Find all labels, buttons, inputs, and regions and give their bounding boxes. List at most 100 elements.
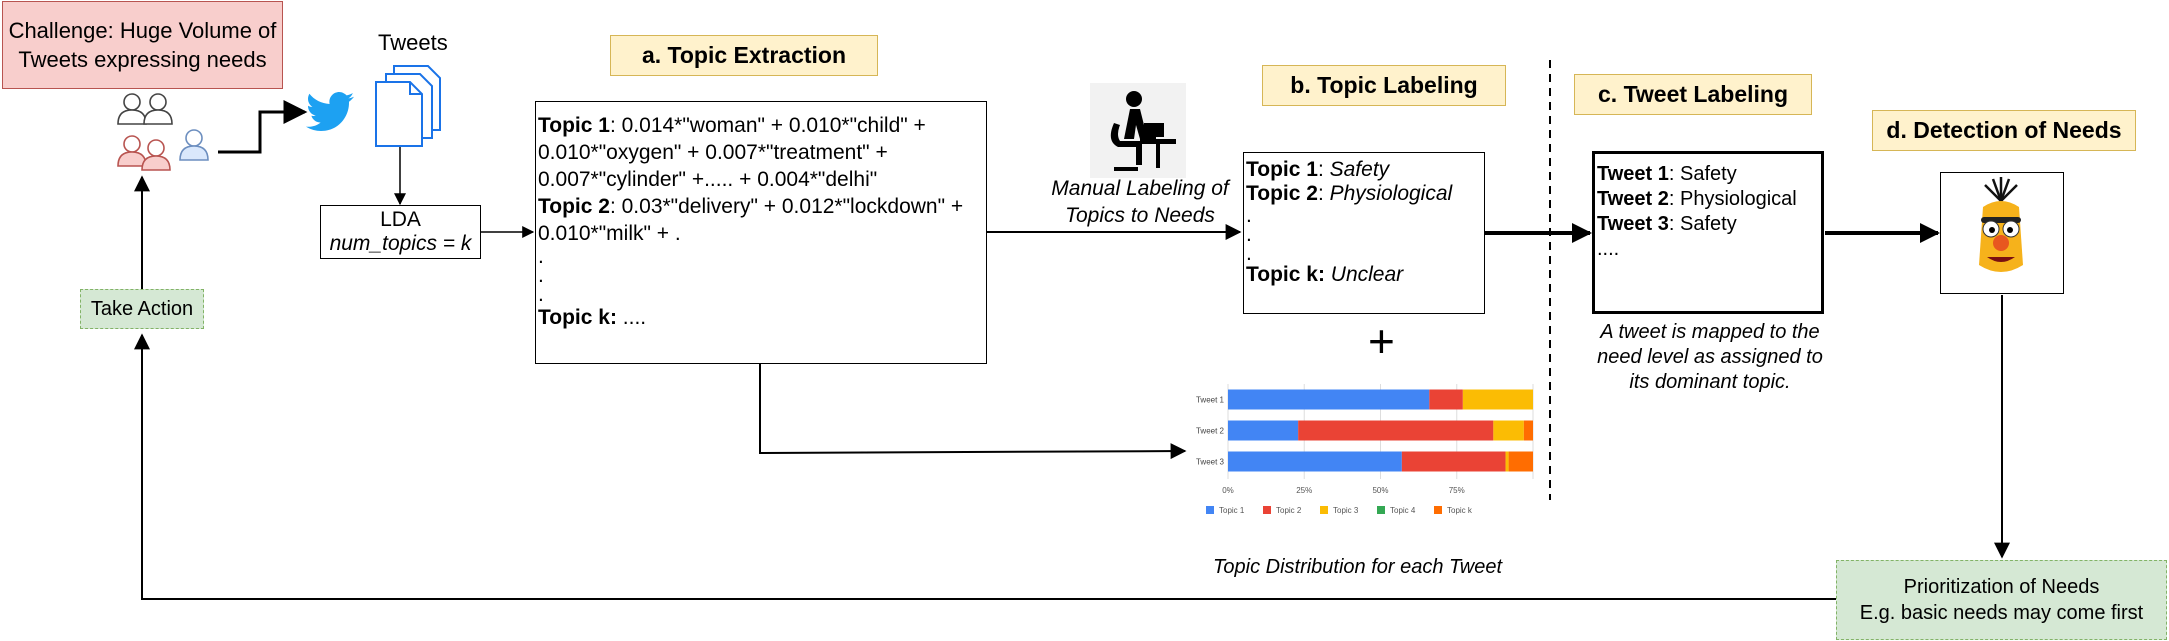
prioritization-line1: Prioritization of Needs <box>1903 576 2100 598</box>
legend-label: Topic 2 <box>1276 506 1302 515</box>
tweet-row-label: Tweet 2 <box>1597 188 1669 210</box>
legend-swatch <box>1206 506 1214 514</box>
bar-segment <box>1493 420 1524 441</box>
topic-line: Topic 1: 0.014*"woman" + 0.010*"child" + <box>538 112 978 139</box>
bar-segment <box>1298 420 1494 441</box>
stage-d-header: d. Detection of Needs <box>1872 110 2136 151</box>
tweets-label: Tweets <box>378 30 448 55</box>
bar-segment <box>1228 420 1299 441</box>
manual-labeling-line2: Topics to Needs <box>1065 204 1215 227</box>
topic-line: Topic 2: 0.03*"delivery" + 0.012*"lockdo… <box>538 193 978 220</box>
prioritization-box: Prioritization of Needs E.g. basic needs… <box>1836 560 2167 640</box>
prioritization-line2: E.g. basic needs may come first <box>1859 602 2144 624</box>
challenge-box: Challenge: Huge Volume of Tweets express… <box>2 1 283 89</box>
topic-line-text: 0.007*"cylinder" +..... + 0.004*"delhi" <box>538 168 878 191</box>
legend-swatch <box>1377 506 1385 514</box>
topic-line: . <box>538 265 978 286</box>
topic-line: . <box>538 283 978 306</box>
x-tick-label: 0% <box>1222 486 1234 495</box>
mapping-note: A tweet is mapped to the need level as a… <box>1575 320 1845 395</box>
mapping-note-line2: need level as assigned to <box>1597 346 1823 368</box>
manual-labeling-caption: Manual Labeling of Topics to Needs <box>1000 175 1280 229</box>
topic2-label: Topic 2 <box>1246 182 1318 205</box>
tweet-row: Tweet 3: Safety <box>1597 212 1819 237</box>
topic-line-text: : 0.03*"delivery" + 0.012*"lockdown" + <box>609 195 964 218</box>
arrow-topics-to-chart <box>759 364 1187 460</box>
arrow-priority-to-action <box>134 333 1836 600</box>
stage-c-header: c. Tweet Labeling <box>1574 74 1812 115</box>
topic1-sep: : <box>1317 158 1330 181</box>
manual-labeling-line1: Manual Labeling of <box>1051 177 1229 200</box>
dot-2: . <box>1246 223 1252 246</box>
tweet-row-value: : Physiological <box>1668 188 1797 210</box>
bar-segment <box>1228 389 1430 410</box>
plus-sign: + <box>1368 315 1395 367</box>
topick-label: Topic k: <box>1246 263 1325 286</box>
bar-segment <box>1508 451 1533 472</box>
dot-1: . <box>1246 204 1252 227</box>
distribution-caption: Topic Distribution for each Tweet <box>1213 556 1503 578</box>
mapping-note-line3: its dominant topic. <box>1629 371 1791 393</box>
tweet-row-value: : Safety <box>1668 163 1737 185</box>
person-at-laptop-icon <box>1090 83 1186 178</box>
lda-param: num_topics = k <box>329 232 472 255</box>
topic-line-text: 0.010*"oxygen" + 0.007*"treatment" + <box>538 141 888 164</box>
mapping-note-line1: A tweet is mapped to the <box>1600 321 1820 343</box>
topic-line: 0.010*"oxygen" + 0.007*"treatment" + <box>538 139 978 166</box>
topic-lines: Topic 1: 0.014*"woman" + 0.010*"child" +… <box>538 112 978 331</box>
legend-swatch <box>1434 506 1442 514</box>
tweet-more: .... <box>1597 238 1620 260</box>
legend-label: Topic 3 <box>1333 506 1359 515</box>
topic-line-label: Topic 2 <box>538 195 610 218</box>
topic-line-text: . <box>538 283 544 306</box>
x-tick-label: 75% <box>1449 486 1465 495</box>
legend-label: Topic 1 <box>1219 506 1245 515</box>
take-action-label: Take Action <box>90 297 194 320</box>
challenge-line2: Tweets expressing needs <box>18 47 267 72</box>
bert-face-icon <box>1979 177 2023 272</box>
challenge-line1: Challenge: Huge Volume of <box>8 18 277 43</box>
legend-label: Topic k <box>1447 506 1473 515</box>
legend-swatch <box>1263 506 1271 514</box>
people-icon <box>117 93 209 171</box>
twitter-bird-icon <box>306 92 354 131</box>
category-label: Tweet 1 <box>1196 396 1225 405</box>
category-label: Tweet 3 <box>1196 458 1225 467</box>
tweet-row: Tweet 2: Physiological <box>1597 187 1819 212</box>
category-label: Tweet 2 <box>1196 427 1225 436</box>
bar-segment <box>1401 451 1506 472</box>
bar-segment <box>1505 451 1509 472</box>
take-action-box: Take Action <box>80 289 204 329</box>
bar-segment <box>1462 389 1533 410</box>
topick-value: Unclear <box>1324 263 1404 286</box>
legend-swatch <box>1320 506 1328 514</box>
stage-a-header: a. Topic Extraction <box>610 35 878 76</box>
topic-extraction-box: Topic 1: 0.014*"woman" + 0.010*"child" +… <box>535 101 987 364</box>
tweet-row: Tweet 1: Safety <box>1597 162 1819 187</box>
legend-label: Topic 4 <box>1390 506 1416 515</box>
topic-line-label: Topic 1 <box>538 114 610 137</box>
tweet-row-label: Tweet 3 <box>1597 213 1669 235</box>
tweet-row-label: Tweet 1 <box>1597 163 1669 185</box>
stage-b-header: b. Topic Labeling <box>1262 65 1506 106</box>
topic-line-text: . <box>538 245 544 268</box>
documents-icon <box>375 65 441 147</box>
topic-line: . <box>538 245 978 268</box>
topic2-sep: : <box>1317 182 1330 205</box>
bar-segment <box>1523 420 1533 441</box>
lda-title: LDA <box>380 208 421 231</box>
topic-labeling-box: Topic 1: Safety Topic 2: Physiological .… <box>1243 152 1485 314</box>
topic-line-text: .... <box>616 306 647 329</box>
bar-segment <box>1429 389 1463 410</box>
topic2-value: Physiological <box>1329 182 1453 205</box>
arrow-people-to-twitter <box>218 100 308 154</box>
dot-3: . <box>1246 242 1252 265</box>
tweet-row-value: : Safety <box>1668 213 1737 235</box>
bar-segment <box>1228 451 1402 472</box>
topic1-label: Topic 1 <box>1246 158 1318 181</box>
x-tick-label: 50% <box>1372 486 1388 495</box>
